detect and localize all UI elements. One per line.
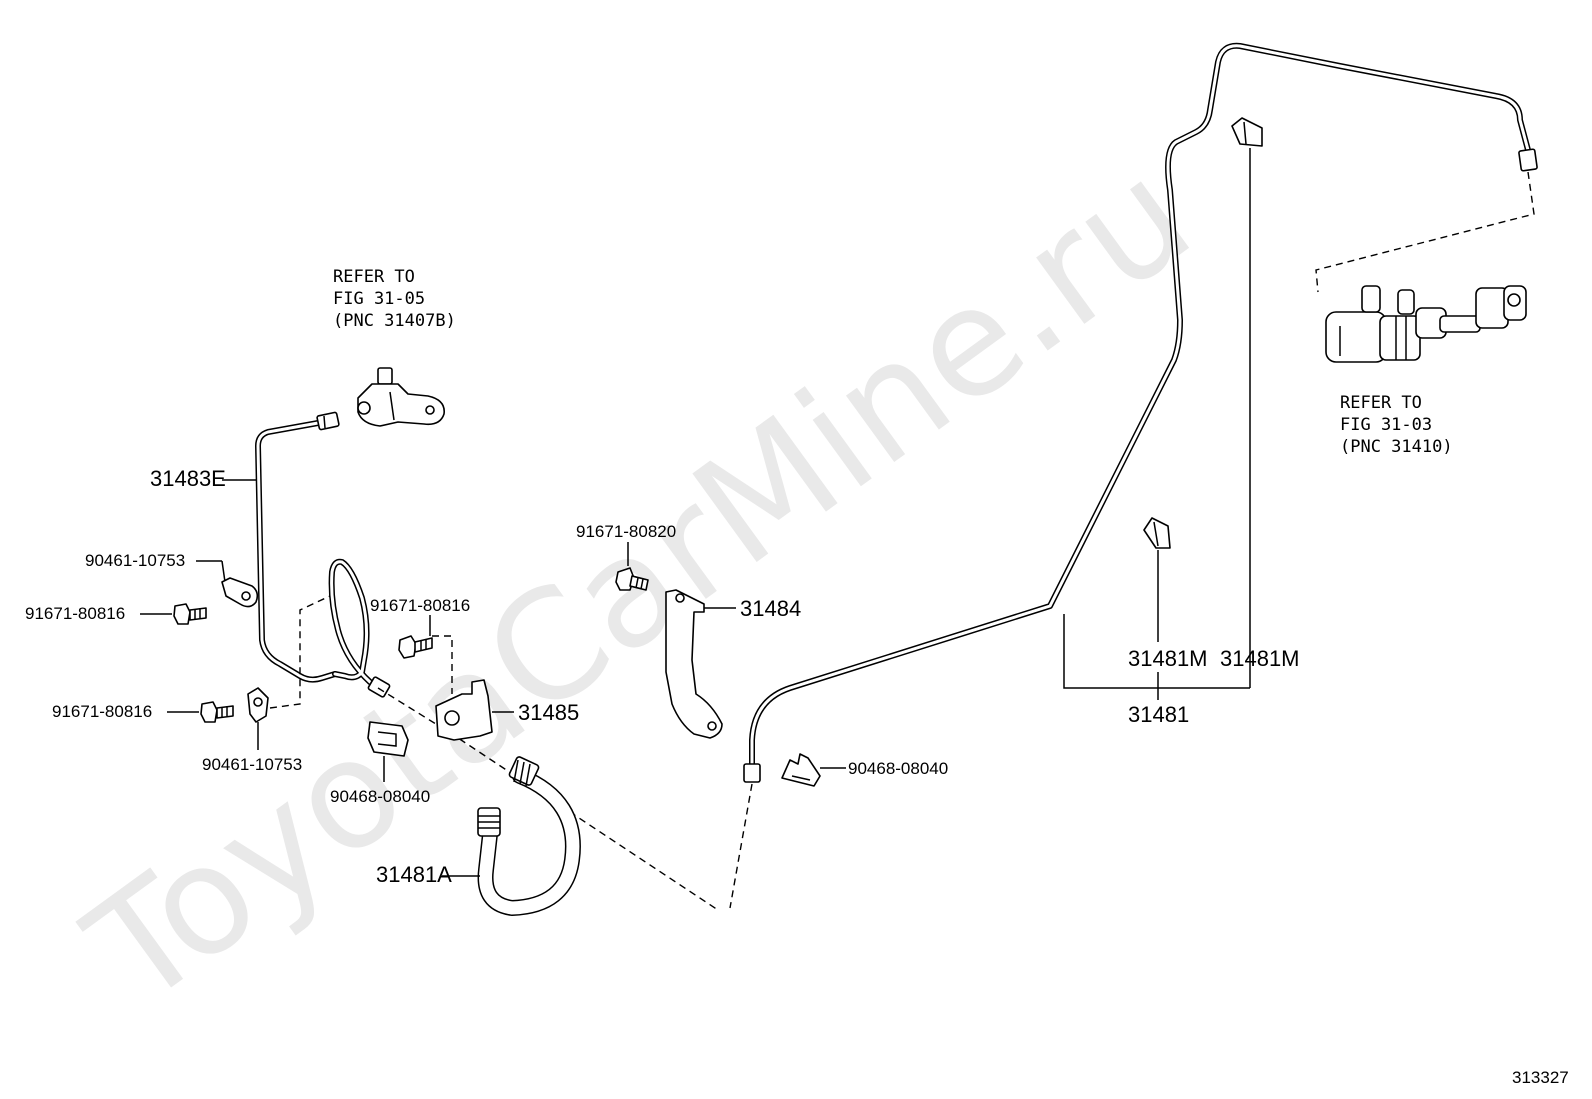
label-90461-10753-upper: 90461-10753 (85, 551, 185, 570)
label-31481A: 31481A (376, 862, 452, 887)
label-31485: 31485 (518, 700, 579, 725)
fitting-31481-top (1518, 148, 1538, 172)
fitting-31483E-bottom (367, 676, 391, 698)
bolt-91671-80816-left-lower[interactable] (200, 701, 234, 723)
label-31484: 31484 (740, 596, 801, 621)
refer-note-31407B-line1: REFER TO (333, 267, 415, 287)
label-91671-80816-mid: 91671-80816 (370, 596, 470, 615)
label-31483E: 31483E (150, 466, 226, 491)
label-31481M-a: 31481M (1128, 646, 1208, 671)
fitting-31483E-top (316, 411, 340, 431)
bracket-31484[interactable] (665, 589, 723, 739)
refer-note-31407B-line2: FIG 31-05 (333, 289, 425, 309)
hose-31481A[interactable] (477, 756, 581, 917)
refer-note-31410-line2: FIG 31-03 (1340, 415, 1432, 435)
label-91671-80816-left-lower: 91671-80816 (52, 702, 152, 721)
clamp-31481M-upper[interactable] (1231, 117, 1263, 147)
fitting-31481-bottom (743, 763, 761, 783)
tube-31483E[interactable] (255, 420, 381, 691)
refer-note-31410-line3: (PNC 31410) (1340, 437, 1453, 457)
label-31481M-b: 31481M (1220, 646, 1300, 671)
label-90461-10753-lower: 90461-10753 (202, 755, 302, 774)
tube-31481[interactable] (749, 42, 1531, 773)
label-90468-08040-right: 90468-08040 (848, 759, 948, 778)
label-31481: 31481 (1128, 702, 1189, 727)
union-fitting-31407B[interactable] (357, 367, 445, 427)
bolt-91671-80816-left-upper[interactable] (173, 603, 207, 625)
master-cylinder[interactable] (1325, 285, 1527, 363)
refer-note-31410-line1: REFER TO (1340, 393, 1422, 413)
bolt-91671-80820[interactable] (615, 567, 649, 591)
clamp-90461-10753-lower[interactable] (247, 687, 269, 723)
bracket-31485[interactable] (435, 679, 493, 741)
bolt-91671-80816-mid[interactable] (398, 635, 433, 659)
refer-note-31407B: REFER TO FIG 31-05 (PNC 31407B) (333, 267, 456, 331)
clamp-31481M-lower[interactable] (1143, 517, 1171, 549)
clip-90468-08040-left[interactable] (367, 721, 409, 757)
label-91671-80820: 91671-80820 (576, 522, 676, 541)
clamp-90461-10753-upper[interactable] (221, 577, 259, 608)
figure-number: 313327 (1512, 1068, 1569, 1087)
refer-note-31410: REFER TO FIG 31-03 (PNC 31410) (1340, 393, 1453, 457)
label-90468-08040-left: 90468-08040 (330, 787, 430, 806)
refer-note-31407B-line3: (PNC 31407B) (333, 311, 456, 331)
label-91671-80816-left-upper: 91671-80816 (25, 604, 125, 623)
clip-90468-08040-right[interactable] (781, 753, 821, 787)
